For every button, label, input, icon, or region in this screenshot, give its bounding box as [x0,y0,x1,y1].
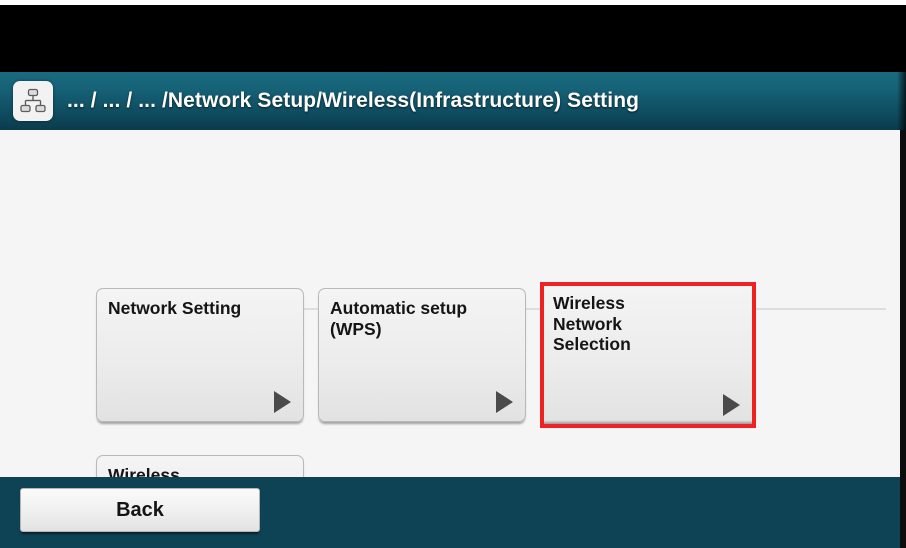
tile-automatic-setup-wps[interactable]: Automatic setup (WPS) [318,288,526,422]
play-arrow-icon [723,394,740,416]
settings-content-area: Network Setting Automatic setup (WPS) Wi… [0,130,906,548]
breadcrumb: ... / ... / ... /Network Setup/Wireless(… [67,89,640,112]
tile-wireless-network-selection-label: Wireless Network Selection [553,293,631,355]
title-bar: ... / ... / ... /Network Setup/Wireless(… [0,72,906,130]
selection-highlight-frame [540,282,756,428]
back-button[interactable]: Back [20,488,260,532]
tile-wireless-network-selection[interactable]: Wireless Network Selection [540,282,756,428]
play-arrow-icon [274,391,291,413]
tile-network-setting[interactable]: Network Setting [96,288,304,422]
tile-wireless-network-selection-face: Wireless Network Selection [544,286,752,424]
bottom-toolbar: Back [0,477,906,548]
top-bezel [0,5,906,72]
tile-network-setting-label: Network Setting [108,298,242,318]
network-topology-icon [13,81,53,121]
play-arrow-icon [496,391,513,413]
back-button-label: Back [116,498,164,521]
tile-automatic-setup-wps-label: Automatic setup (WPS) [330,298,468,339]
